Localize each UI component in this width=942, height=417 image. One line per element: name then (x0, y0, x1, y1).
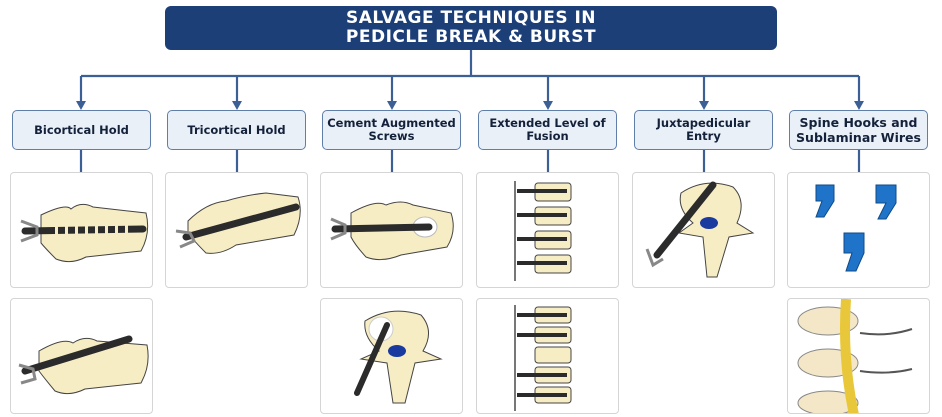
spine-hooks-illustration (815, 184, 897, 272)
title-line-2: PEDICLE BREAK & BURST (345, 27, 597, 47)
panel-juxtapedicular-1 (632, 172, 775, 288)
bicortical-angled-screw-illustration (18, 335, 149, 395)
bicortical-screw-illustration (20, 203, 149, 263)
juxtapedicular-illustration (645, 181, 755, 278)
panel-spine-hooks (787, 172, 930, 288)
cement-screw-illustration (330, 201, 454, 261)
tricortical-screw-illustration (175, 192, 301, 254)
panel-tricortical-hold (165, 172, 308, 288)
panel-cement-augmented-1 (320, 172, 463, 288)
label-extended-level-of-fusion: Extended Level of Fusion (478, 110, 617, 150)
label-bicortical-hold: Bicortical Hold (12, 110, 151, 150)
panel-bicortical-hold-1 (10, 172, 153, 288)
label-juxtapedicular-entry: Juxtapedicular Entry (634, 110, 773, 150)
panel-bicortical-hold-2 (10, 298, 153, 414)
diagram-title: SALVAGE TECHNIQUES IN PEDICLE BREAK & BU… (165, 6, 777, 50)
cement-axial-illustration (354, 310, 443, 404)
panel-sublaminar-wires (787, 298, 930, 414)
label-cement-augmented-screws: Cement Augmented Screws (322, 110, 461, 150)
sublaminar-wires-illustration (797, 299, 913, 413)
panel-extended-fusion-2 (476, 298, 619, 414)
label-spine-hooks-sublaminar-wires: Spine Hooks and Sublaminar Wires (789, 110, 928, 150)
extended-fusion-long-illustration (514, 305, 572, 411)
title-line-1: SALVAGE TECHNIQUES IN (345, 8, 597, 28)
label-tricortical-hold: Tricortical Hold (167, 110, 306, 150)
panel-cement-augmented-2 (320, 298, 463, 414)
panel-extended-fusion-1 (476, 172, 619, 288)
extended-fusion-illustration (514, 181, 572, 281)
